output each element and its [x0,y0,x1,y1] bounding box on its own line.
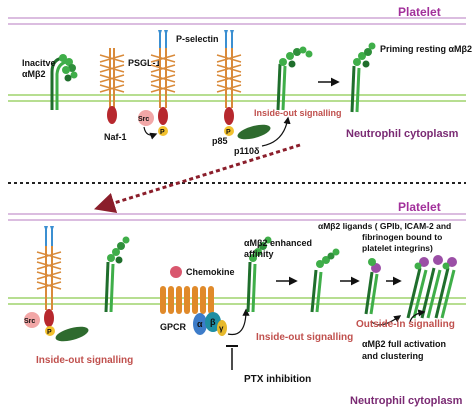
neutrophil-cytoplasm-label: Neutrophil cytoplasm [350,395,463,407]
p-label: P [226,129,231,136]
p85-label: p85 [212,136,228,146]
src-label: Src [138,116,149,123]
chemokine-icon [170,266,182,278]
pselectin-label: P-selectin [176,34,219,44]
src-label: Src [24,318,35,325]
neutrophil-cytoplasm-label: Neutrophil cytoplasm [346,128,459,140]
insideout-label: Inside-out signalling [254,108,342,118]
curved-arrow-icon [409,309,426,323]
psgl1-pi3k-complex-icon [216,30,271,140]
psgl1-receptor-icon [99,48,125,124]
psgl1-pselectin-complex-icon [150,30,176,125]
integrin-icon [104,236,130,313]
curved-arrow-icon [371,315,402,326]
gpcr-receptor-icon [160,286,214,314]
top-panel: Platelet Inacitve αMβ2 Naf-1 PSGL-1 [8,5,472,156]
insideout-label: Inside-out signalling [36,355,133,366]
gpcr-label: GPCR [160,322,187,332]
ligands-label: fibrinogen bound to [362,232,442,242]
ggamma-label: γ [219,324,224,333]
galpha-label: α [197,319,203,329]
outsidein-label: Outside-in signalling [356,319,455,330]
curved-arrow-icon [261,116,291,147]
ligands-label: αMβ2 ligands ( GPIb, ICAM-2 and [318,221,451,231]
enhanced-label: affinity [244,249,274,259]
p-label: P [160,129,165,136]
priming-label: Priming resting αMβ2 [380,44,472,54]
psgl1-complex-icon [24,226,89,342]
bottom-panel: Platelet Src P Inside-out [8,200,466,407]
ligands-label: platelet integrins) [362,243,433,253]
insideout-label: Inside-out signalling [256,332,353,343]
p110-label: p110δ [234,146,260,156]
enhanced-integrin-icon [246,236,272,313]
naf1-label: Naf-1 [104,132,127,142]
full-activation-label: αMβ2 full activation [362,339,446,349]
curved-arrow-icon [227,308,250,336]
primed-integrin-icon [350,42,376,113]
ptx-label: PTX inhibition [244,374,311,385]
chemokine-label: Chemokine [186,267,235,277]
phosphate-icon [158,126,168,136]
p-label: P [47,329,52,336]
ligand-bound-integrin-icon [364,258,381,315]
extending-integrin-icon [276,46,313,111]
src-kinase-icon [138,110,154,126]
curved-arrow-icon [143,126,158,140]
psgl1-label: PSGL-1 [128,58,161,68]
platelet-label: Platelet [398,200,441,214]
inactive-label: αMβ2 [22,69,46,79]
transition-arrow-icon [93,143,301,214]
enhanced-label: αMβ2 enhanced [244,238,312,248]
platelet-label: Platelet [398,5,441,19]
inactive-label: Inacitve [22,58,56,68]
inactive-integrin-icon [50,54,78,110]
gbeta-label: β [210,317,216,327]
g-protein-icon [193,312,227,336]
extended-integrin-icon [310,248,340,313]
clustered-integrins-icon [406,255,457,319]
full-activation-label: and clustering [362,351,424,361]
